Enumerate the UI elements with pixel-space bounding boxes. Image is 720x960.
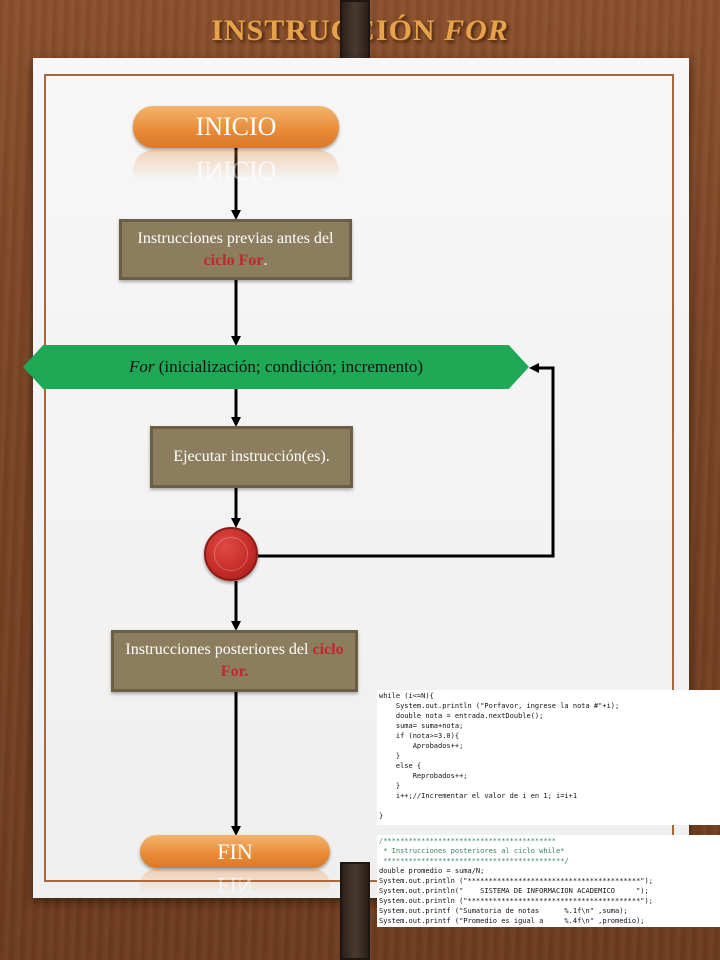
code-line: /***************************************…	[379, 837, 557, 845]
code-line: }	[379, 782, 401, 790]
previous-instructions-text: Instrucciones previas antes del	[137, 230, 334, 247]
end-node-reflection: FIN	[140, 869, 330, 893]
for-keyword: For	[128, 357, 155, 376]
arrow-loop-back	[258, 363, 555, 558]
end-node: FIN	[140, 835, 330, 868]
previous-instructions-highlight: ciclo For	[203, 252, 264, 269]
execute-box: Ejecutar instrucción(es).	[150, 426, 353, 488]
code-line: i++;//Incrementar el valor de i en 1; i=…	[379, 792, 578, 800]
strap-bottom	[340, 862, 370, 960]
title-italic: FOR	[444, 14, 509, 47]
code-line: System.out.println ("*******************…	[379, 877, 653, 885]
loop-junction-inner	[214, 537, 248, 571]
start-node-reflection: INICIO	[133, 150, 339, 180]
code-line: System.out.printf ("Promedio es igual a …	[379, 917, 645, 925]
code-line: * Instrucciones posteriores al ciclo whi…	[379, 847, 565, 855]
code-line: if (nota>=3.0){	[379, 732, 460, 740]
previous-instructions-suffix: .	[263, 252, 268, 269]
slide-title: INSTRUCCIÓN FOR	[0, 14, 720, 48]
code-line: while (i<=N){	[379, 692, 434, 700]
for-header: (inicialización; condición; incremento)	[154, 357, 424, 376]
code-line: System.out.println ("*******************…	[379, 897, 653, 905]
code-line: System.out.printf ("Sumatoria de notas %…	[379, 907, 628, 915]
code-line: System.out.println ("Porfavor, ingrese l…	[379, 702, 620, 710]
code-line: Reprobados++;	[379, 772, 468, 780]
code-line: else {	[379, 762, 422, 770]
start-node: INICIO	[133, 106, 339, 148]
post-instructions-highlight: ciclo For.	[220, 641, 344, 680]
code-line: suma= suma+nota;	[379, 722, 464, 730]
for-loop-shape	[23, 345, 529, 389]
code-snippet-after: /***************************************…	[377, 835, 720, 927]
code-snippet-loop: while (i<=N){ System.out.println ("Porfa…	[377, 690, 720, 825]
code-line: }	[379, 812, 384, 820]
previous-instructions-box: Instrucciones previas antes del ciclo Fo…	[119, 219, 352, 280]
loop-junction-circle	[204, 527, 258, 581]
title-main: INSTRUCCIÓN	[211, 14, 445, 47]
code-line: ****************************************…	[379, 857, 569, 865]
for-loop-text: For (inicialización; condición; incremen…	[23, 345, 529, 389]
post-instructions-box: Instrucciones posteriores del ciclo For.	[111, 630, 358, 692]
code-line	[379, 801, 718, 811]
code-line: System.out.println(" SISTEMA DE INFORMAC…	[379, 887, 649, 895]
code-line: double nota = entrada.nextDouble();	[379, 712, 544, 720]
code-line: }	[379, 752, 401, 760]
code-line: Aprobados++;	[379, 742, 464, 750]
code-line: double promedio = suma/N;	[379, 867, 485, 875]
post-instructions-text: Instrucciones posteriores del	[125, 641, 313, 658]
